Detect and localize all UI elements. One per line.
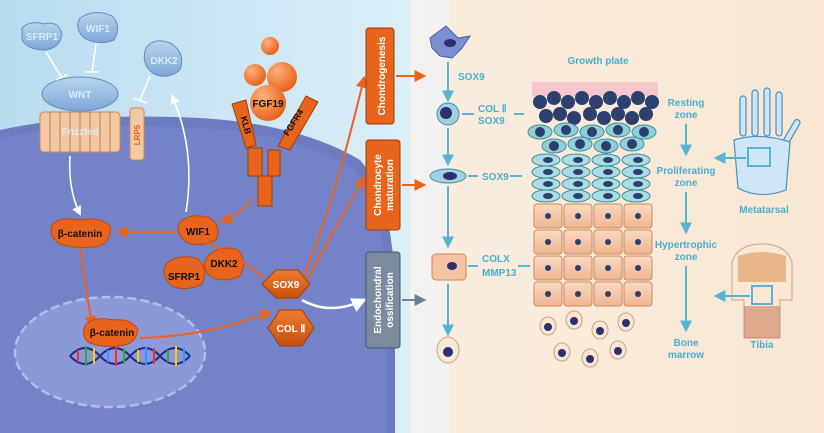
- mesenchymal-cell: [429, 25, 472, 59]
- lrp5-label: LRP5: [133, 124, 142, 145]
- round-chondrocyte: [436, 102, 460, 126]
- sox9-hexagon: SOX9: [261, 269, 311, 299]
- marker-mmp13: MMP13: [482, 268, 517, 279]
- beta-catenin-cyto-label: β-catenin: [58, 229, 102, 240]
- nucleus: [13, 295, 207, 409]
- zone-prolif-2: zone: [675, 178, 698, 189]
- hypertrophic-chondrocyte: [431, 253, 467, 281]
- metatarsal-label: Metatarsal: [739, 205, 789, 216]
- growth-plate-resting: [527, 91, 659, 154]
- zone-resting-1: Resting: [668, 98, 705, 109]
- tibia-label: Tibia: [750, 340, 774, 351]
- marker-colx: COLX: [482, 254, 510, 265]
- fgf19-label: FGF19: [252, 99, 284, 110]
- sfrp1-top-label: SFRP1: [26, 32, 59, 43]
- col2-hexagon: COL Ⅱ: [267, 309, 315, 347]
- marker-col2: COL Ⅱ: [478, 104, 507, 115]
- bone-marrow-cells: [539, 310, 635, 368]
- zone-prolif-1: Proliferating: [657, 166, 716, 177]
- wif1-inner-shape: WIF1: [177, 215, 219, 246]
- beta-catenin-cytoplasm: β-catenin: [50, 218, 111, 249]
- zone-resting-2: zone: [675, 110, 698, 121]
- stage-ossification: Endochondral ossification: [365, 251, 401, 349]
- dkk2-inner-label: DKK2: [210, 259, 238, 270]
- klb-label: KLB: [239, 115, 254, 136]
- dkk2-top-label: DKK2: [150, 56, 178, 67]
- stage-maturation-line1: Chondrocyte: [373, 154, 384, 216]
- zone-hyper-2: zone: [675, 252, 698, 263]
- osteoblast-cell: [436, 336, 460, 364]
- klb-fgfr4-receptor: KLB FGFR4: [231, 95, 319, 207]
- stage-ossification-line2: ossification: [385, 272, 396, 328]
- sfrp1-inner-label: SFRP1: [168, 272, 201, 283]
- dna-helix: [69, 346, 191, 366]
- sox9-hex-label: SOX9: [273, 280, 300, 291]
- sfrp1-top-shape: SFRP1: [21, 22, 63, 51]
- tibia-bone-icon: [731, 243, 793, 339]
- zone-marrow-2: marrow: [668, 350, 704, 361]
- beta-catenin-nucleus: β-catenin: [82, 318, 139, 347]
- signal-arrows: [115, 75, 368, 339]
- wnt-ligand: WNT: [41, 76, 119, 112]
- dkk2-top-shape: DKK2: [143, 40, 183, 77]
- wif1-inner-label: WIF1: [186, 227, 210, 238]
- col2-hex-label: COL Ⅱ: [277, 324, 306, 335]
- wif1-top-shape: WIF1: [77, 12, 118, 44]
- stage-maturation: Chondrocyte maturation: [365, 139, 401, 231]
- zone-marrow-1: Bone: [674, 338, 699, 349]
- fgf19-ligand: FGF19: [244, 37, 297, 121]
- marker-sox9-c: SOX9: [482, 172, 509, 183]
- growth-plate-title: Growth plate: [567, 56, 629, 67]
- lrp5-receptor: LRP5: [129, 107, 145, 161]
- stage-chondrogenesis-label: Chondrogenesis: [377, 36, 388, 115]
- stage-maturation-line2: maturation: [385, 159, 396, 211]
- marker-sox9-b: SOX9: [478, 116, 505, 127]
- beta-catenin-nuc-label: β-catenin: [90, 328, 134, 339]
- inhibition-lines: [45, 43, 151, 104]
- zone-hyper-1: Hypertrophic: [655, 240, 718, 251]
- marker-sox9-a: SOX9: [458, 72, 485, 83]
- wnt-label: WNT: [69, 90, 92, 101]
- stage-chondrogenesis: Chondrogenesis: [365, 27, 395, 125]
- wif1-top-label: WIF1: [86, 24, 110, 35]
- sfrp1-inner-shape: SFRP1: [163, 256, 206, 290]
- flat-chondrocyte: [429, 168, 467, 184]
- stage-ossification-line1: Endochondral: [373, 266, 384, 333]
- frizzled-receptor: Frizzled: [39, 111, 121, 153]
- frizzled-label: Frizzled: [61, 127, 98, 138]
